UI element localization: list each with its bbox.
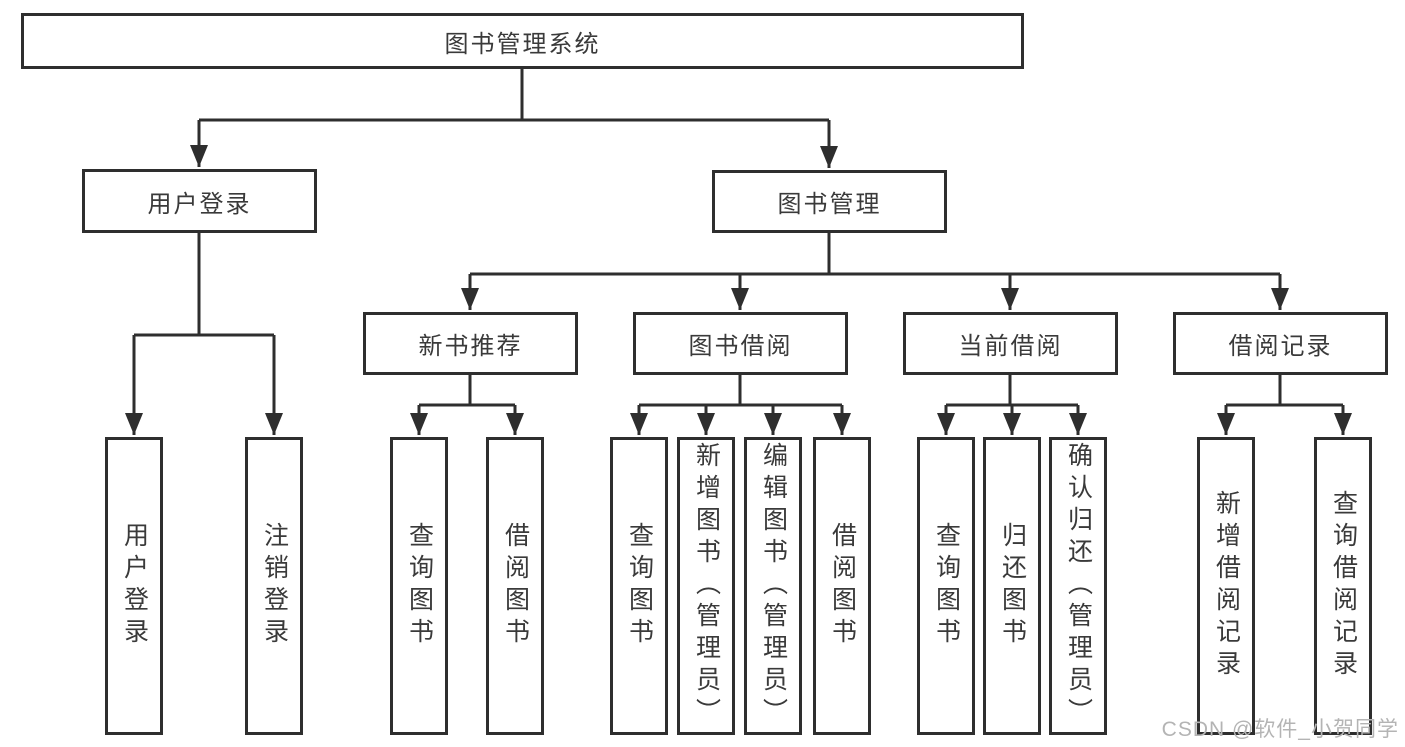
leaf-confirm-return-admin: 确认归还（管理员） [1049,437,1107,735]
leaf-query-borrow-record: 查询借阅记录 [1314,437,1372,735]
leaf-user-login: 用户登录 [105,437,163,735]
csdn-watermark: CSDN @软件_小贺同学 [1161,718,1399,741]
node-book-management-branch: 图书管理 [712,170,947,233]
leaf-borrow-books: 借阅图书 [813,437,871,735]
leaf-logout: 注销登录 [245,437,303,735]
node-borrowing-records: 借阅记录 [1173,312,1388,375]
node-root-library-system: 图书管理系统 [21,13,1024,69]
leaf-edit-books-admin: 编辑图书（管理员） [744,437,802,735]
leaf-return-books: 归还图书 [983,437,1041,735]
leaf-add-borrow-record: 新增借阅记录 [1197,437,1255,735]
node-user-login-branch: 用户登录 [82,169,317,233]
leaf-borrow-books-recommend: 借阅图书 [486,437,544,735]
node-new-book-recommend: 新书推荐 [363,312,578,375]
leaf-query-books-borrowing: 查询图书 [610,437,668,735]
leaf-query-books-recommend: 查询图书 [390,437,448,735]
leaf-query-books-current: 查询图书 [917,437,975,735]
leaf-add-books-admin: 新增图书（管理员） [677,437,735,735]
node-current-borrowing: 当前借阅 [903,312,1118,375]
node-book-borrowing: 图书借阅 [633,312,848,375]
